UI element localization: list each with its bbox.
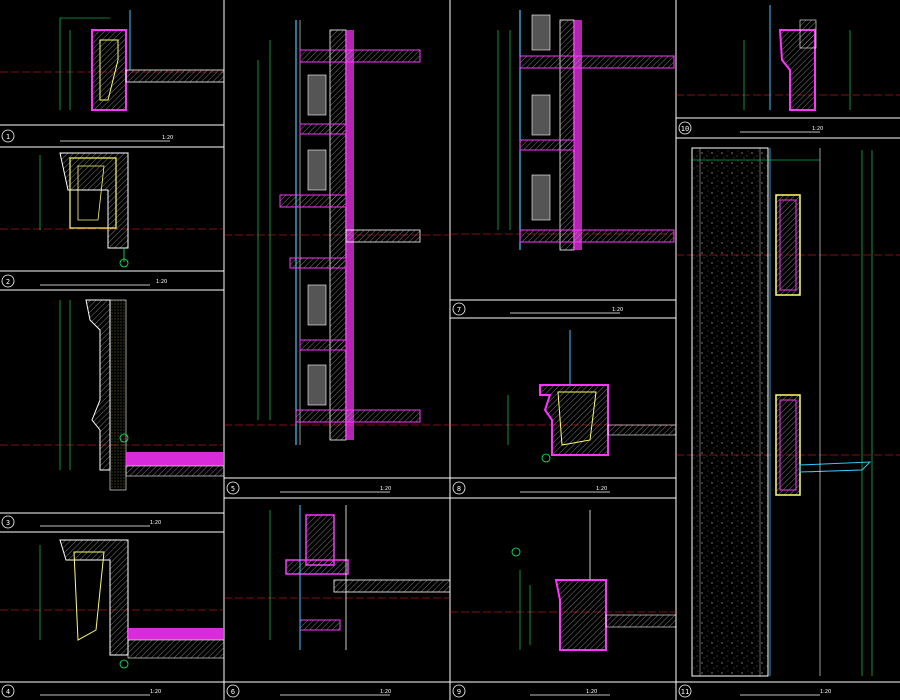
panel-scale-2: 1:20 — [156, 279, 167, 285]
detail-panel-11 — [691, 147, 873, 677]
panel-scales: 1:20 1:20 1:20 1:20 1:20 1:20 1:20 1:20 … — [150, 126, 831, 695]
panel-scale-7: 1:20 — [612, 307, 623, 313]
panel-number-1: 1 — [6, 133, 10, 141]
panel-number-8: 8 — [457, 485, 461, 493]
panel-labels — [1, 121, 820, 698]
panel-scale-9: 1:20 — [586, 689, 597, 695]
panel-number-7: 7 — [457, 306, 461, 314]
panel-scale-6: 1:20 — [380, 689, 391, 695]
panel-number-4: 4 — [6, 688, 10, 696]
panel-scale-10: 1:20 — [812, 126, 823, 132]
detail-panel-7 — [497, 10, 675, 251]
detail-panel-2 — [39, 152, 129, 268]
panel-scale-4: 1:20 — [150, 689, 161, 695]
panel-scale-11: 1:20 — [820, 689, 831, 695]
panel-number-6: 6 — [231, 688, 235, 696]
detail-panel-10 — [743, 5, 851, 111]
panel-number-2: 2 — [6, 278, 10, 286]
panel-numbers: 1 2 3 4 5 6 7 8 9 10 11 — [6, 125, 689, 696]
panel-number-3: 3 — [6, 519, 10, 527]
panel-scale-5: 1:20 — [380, 486, 391, 492]
panel-scale-3: 1:20 — [150, 520, 161, 526]
detail-panel-1 — [59, 10, 225, 111]
panel-number-5: 5 — [231, 485, 235, 493]
detail-panel-9 — [511, 510, 677, 651]
panel-scale-1: 1:20 — [162, 135, 173, 141]
panel-number-9: 9 — [457, 688, 461, 696]
detail-panel-3 — [59, 299, 225, 491]
panel-number-10: 10 — [681, 125, 689, 133]
detail-panel-8 — [507, 330, 677, 463]
detail-panel-4 — [39, 539, 225, 669]
panel-number-11: 11 — [681, 688, 689, 696]
detail-panel-5 — [257, 20, 421, 445]
panel-scale-8: 1:20 — [596, 486, 607, 492]
detail-panel-6 — [269, 505, 451, 650]
